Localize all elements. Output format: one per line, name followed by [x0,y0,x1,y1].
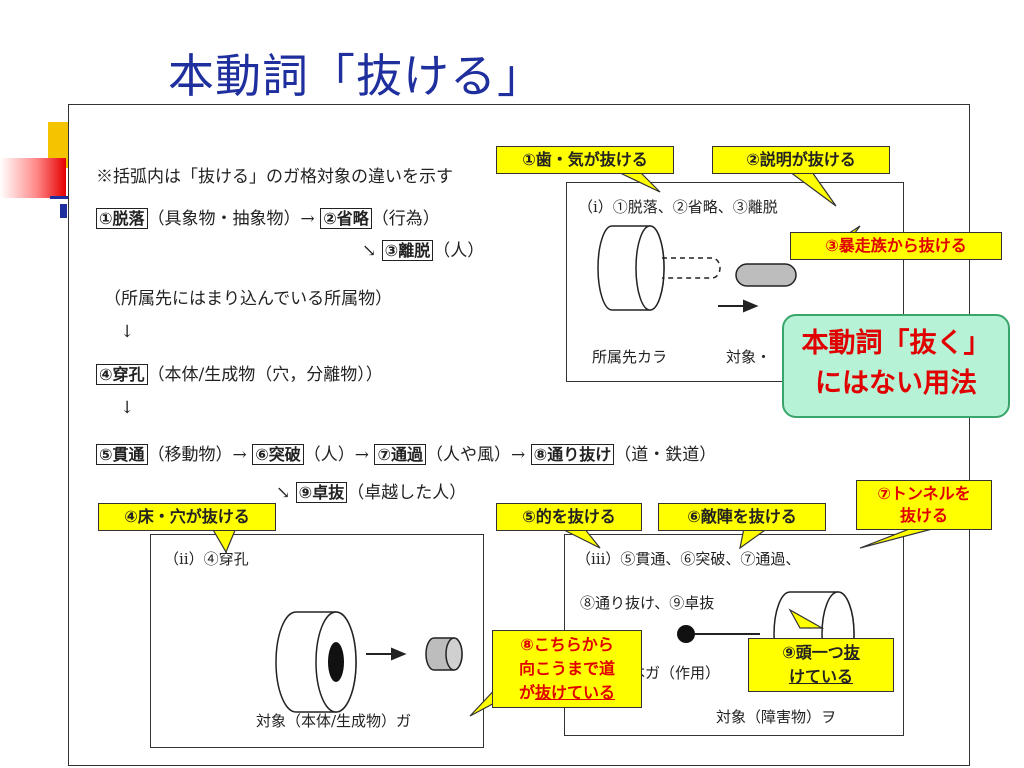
panel-iii-heading-1: （ⅲ）⑤貫通、⑥突破、⑦通過、 [576,550,801,568]
green-note-line-2: にはない用法 [815,368,977,399]
row-takubatsu: ↘ ⑨卓抜（卓越した人） [276,478,466,503]
row2-text: （人） [433,241,485,261]
term-shoryaku: ②省略 [320,208,372,229]
callout-8-line-3: が抜けている [493,681,641,705]
callout-8-line-1: ⑧こちらから [520,635,614,654]
term-toppa: ⑥突破 [252,444,304,465]
row-datsuraku: ①脱落（具象物・抽象物）→ ②省略（行為） [96,204,440,229]
term-datsuraku: ①脱落 [96,208,148,229]
row-shozokubutsu: （所属先にはまり込んでいる所属物） [104,289,393,309]
callout-7-line-1: ⑦トンネルを [877,484,971,503]
panel-iii-bottom-label: 対象（障害物）ヲ [716,708,837,726]
callout-8-line-3-pre: が [518,683,535,702]
down-arrow-2: ↓ [120,398,135,418]
panel-i-right-label: 対象・ [726,348,772,366]
row5-text1: （移動物）→ [147,445,247,465]
callout-8-line-2: 向こうまで道 [518,659,615,678]
row5-text4: （道・鉄道） [614,445,717,465]
callout-7: ⑦トンネルを 抜ける [856,480,992,530]
panel-i-left-label: 所属先カラ [592,348,668,366]
callout-3: ③暴走族から抜ける [790,232,1002,260]
row5-text2: （人）→ [303,445,370,465]
row-ridatsu: ↘ ③離脱（人） [362,236,484,261]
row-senko: ④穿孔（本体/生成物（穴，分離物）） [96,360,383,385]
term-takubatsu: ⑨卓抜 [295,482,348,503]
callout-9-line-2: けている [788,667,853,686]
callout-9-line-1-underlined: 抜 [843,643,860,662]
callout-8-line-3-underlined: 抜けている [535,683,616,702]
callout-9-line-1: ⑨頭一つ抜 [749,641,893,665]
term-kantsu: ⑤貫通 [96,444,148,465]
callout-2: ②説明が抜ける [712,146,890,174]
branch-arrow-2: ↘ [276,483,291,503]
callout-8: ⑧こちらから 向こうまで道 が抜けている [492,630,642,708]
term-tsuka: ⑦通過 [374,444,426,465]
panel-iii-mid-label: 本ガ（作用） [630,664,721,682]
row6-text: （卓越した人） [347,483,467,503]
row1-text1: （具象物・抽象物）→ [147,209,315,229]
row4-text: （本体/生成物（穴，分離物）） [147,365,383,385]
decor-blue-mark [60,204,67,218]
row1-text2: （行為） [371,209,440,229]
callout-5: ⑤的を抜ける [496,503,642,531]
branch-arrow-1: ↘ [362,241,377,261]
callout-9: ⑨頭一つ抜 けている [748,638,894,692]
green-note-box: 本動詞「抜く」 にはない用法 [782,314,1010,418]
term-senko: ④穿孔 [96,364,148,385]
callout-9-line-1-pre: ⑨頭一つ [782,643,844,662]
panel-ii-bottom-label: 対象（本体/生成物）ガ [256,712,412,730]
green-note-line-1: 本動詞「抜く」 [801,328,991,359]
callout-1: ①歯・気が抜ける [496,146,674,174]
term-toorinuke: ⑧通り抜け [530,444,615,465]
row5-text3: （人や風）→ [426,445,526,465]
row-kantsu: ⑤貫通（移動物）→ ⑥突破（人）→ ⑦通過（人や風）→ ⑧通り抜け（道・鉄道） [96,440,716,465]
panel-ii-heading: （ⅱ）④穿孔 [164,550,249,568]
page-title: 本動詞「抜ける」 [168,49,544,103]
decor-blue-line [50,196,70,199]
callout-7-line-2: 抜ける [899,506,948,525]
note-text: ※括弧内は「抜ける」のガ格対象の違いを示す [96,167,453,187]
callout-4: ④床・穴が抜ける [98,503,276,531]
down-arrow-1: ↓ [120,322,135,342]
panel-iii-heading-2: ⑧通り抜け、⑨卓抜 [580,594,715,612]
panel-i-heading: （ⅰ）①脱落、②省略、③離脱 [578,198,778,216]
term-ridatsu: ③離脱 [381,240,434,261]
decor-red-bar [0,158,66,198]
callout-6: ⑥敵陣を抜ける [658,503,826,531]
